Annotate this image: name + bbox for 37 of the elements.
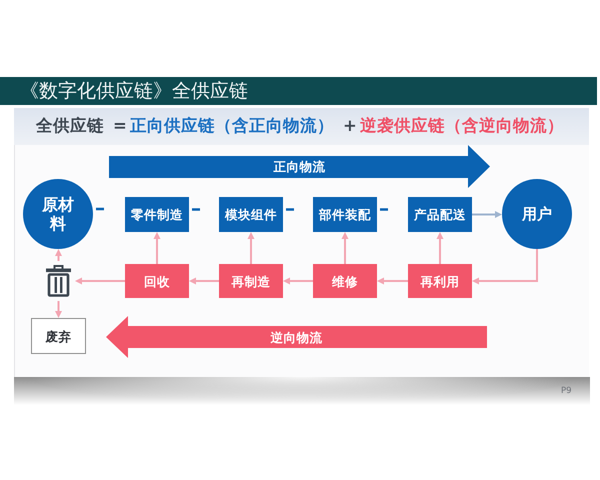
formula-text: 正向供应链（含正向物流） (130, 116, 334, 136)
trash-icon (46, 265, 71, 297)
equals-sign: = (113, 116, 127, 136)
arrow (472, 249, 538, 284)
process-box: 再制造 (219, 264, 283, 298)
arrow (248, 232, 254, 264)
process-box: 零件制造 (125, 197, 189, 232)
arrow (342, 232, 348, 264)
page-number: P9 (561, 386, 572, 396)
direction-arrow: 逆向物流 (106, 316, 487, 358)
formula-text: 逆袭供应链（含逆向物流） (360, 116, 564, 136)
circle-node: 用户 (502, 179, 572, 249)
formula-text: 全供应链 (36, 116, 104, 136)
process-box: 再利用 (408, 264, 472, 298)
arrow (154, 232, 160, 264)
process-box: 维修 (313, 264, 377, 298)
connector-line (192, 208, 200, 211)
arrow (55, 301, 62, 318)
process-box: 回收 (125, 264, 189, 298)
direction-arrow: 正向物流 (109, 145, 490, 188)
arrow (436, 232, 444, 264)
process-box: 部件装配 (313, 197, 377, 232)
arrow (472, 211, 502, 218)
circle-node: 原材料 (23, 179, 93, 249)
arrow (75, 278, 125, 284)
process-box: 产品配送 (408, 197, 472, 232)
arrow (189, 278, 219, 284)
arrow (55, 249, 62, 261)
title-bar: 《数字化供应链》全供应链 (0, 77, 597, 105)
connector-line (96, 208, 104, 210)
plus-sign: + (343, 116, 357, 136)
connector-line (286, 208, 294, 211)
connector-line (380, 208, 388, 211)
arrow (377, 278, 408, 284)
process-box: 模块组件 (219, 197, 283, 232)
process-box: 废弃 (31, 318, 86, 354)
arrow (283, 278, 313, 284)
